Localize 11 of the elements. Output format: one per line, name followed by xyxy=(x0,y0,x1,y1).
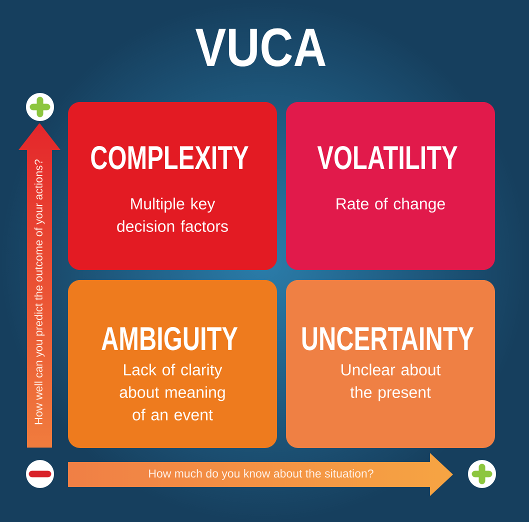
quadrant-heading: VOLATILITY xyxy=(317,146,458,170)
quadrant-description: Unclear about the present xyxy=(342,364,441,402)
quadrant-heading: AMBIGUITY xyxy=(102,326,238,350)
quadrant-heading: UNCERTAINTY xyxy=(302,326,474,350)
axis-label: How much do you know about the situation? xyxy=(149,469,374,480)
axis-label: How well can you predict the outcome of your actions? xyxy=(34,159,45,424)
quadrant-description: Lack of clarity about meaning of an event xyxy=(120,364,225,420)
quadrant-heading: COMPLEXITY xyxy=(91,146,248,170)
title: VUCA xyxy=(196,28,326,67)
quadrant-description: Multiple key decision factors xyxy=(117,198,228,232)
quadrant-description: Rate of change xyxy=(336,198,445,213)
